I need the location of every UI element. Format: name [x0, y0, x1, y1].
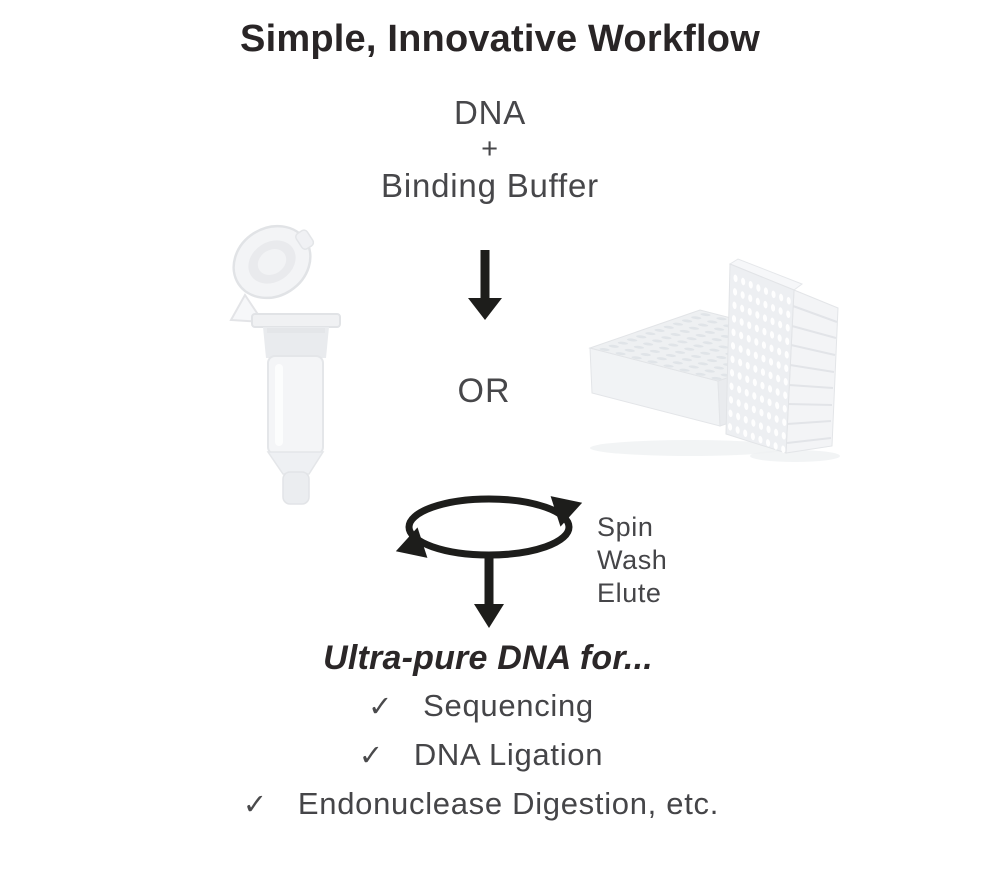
plus-sign: + — [481, 133, 499, 165]
application-label: Sequencing — [423, 688, 594, 723]
list-item: ✓ Sequencing — [368, 688, 594, 725]
elute-step-label: Elute — [597, 578, 662, 608]
result-heading: Ultra-pure DNA for... — [323, 639, 653, 677]
check-icon: ✓ — [242, 789, 268, 821]
application-list: ✓ Sequencing ✓ DNA Ligation ✓ Endonuclea… — [0, 688, 962, 823]
down-arrow-icon — [468, 250, 502, 320]
tube-cap — [232, 224, 315, 300]
spin-steps-block: Spin Wash Elute — [597, 511, 667, 610]
spin-column-tube-icon — [229, 224, 341, 505]
or-label: OR — [457, 372, 511, 410]
application-label: DNA Ligation — [413, 737, 604, 772]
dna-label: DNA — [453, 94, 527, 131]
spin-step-label: Spin — [597, 512, 654, 542]
list-item: ✓ Endonuclease Digestion, etc. — [243, 786, 719, 823]
list-item: ✓ DNA Ligation — [359, 737, 603, 774]
check-icon: ✓ — [368, 691, 394, 723]
upright-plate — [725, 258, 839, 454]
spin-cycle-icon — [395, 495, 583, 628]
page-title: Simple, Innovative Workflow — [240, 18, 760, 60]
96-well-plate-icon — [588, 258, 840, 462]
wash-step-label: Wash — [597, 545, 668, 575]
check-icon: ✓ — [358, 740, 384, 772]
input-mixture-block: DNA + Binding Buffer — [10, 94, 970, 204]
binding-buffer-label: Binding Buffer — [381, 167, 599, 204]
application-label: Endonuclease Digestion, etc. — [297, 786, 720, 821]
